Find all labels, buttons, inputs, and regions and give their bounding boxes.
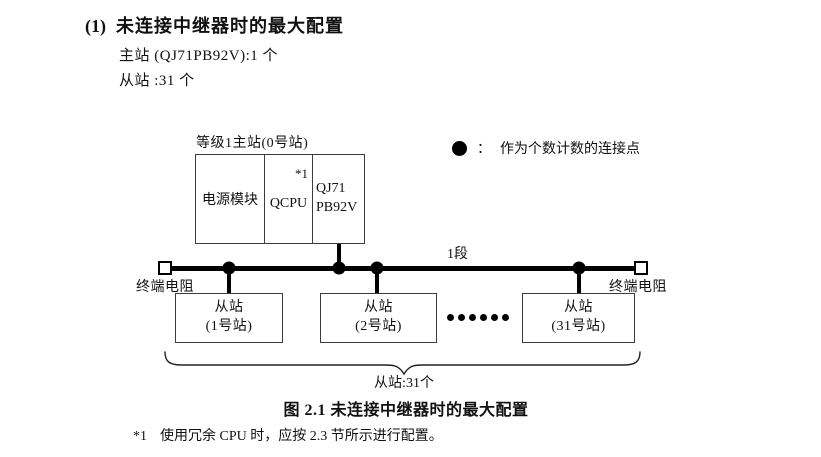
connection-node-icon	[332, 261, 346, 275]
legend-label: 作为个数计数的连接点	[500, 142, 640, 157]
terminator-left-label: 终端电阻	[136, 280, 194, 295]
slave3-name: 从站	[564, 300, 593, 316]
legend-separator: ：	[477, 142, 491, 157]
footnote: *1 使用冗余 CPU 时，应按 2.3 节所示进行配置。	[133, 425, 443, 445]
brace-label: 从站:31个	[374, 376, 434, 391]
footnote-text: 使用冗余 CPU 时，应按 2.3 节所示进行配置。	[160, 429, 443, 444]
pb92v-label-line2: PB92V	[316, 200, 358, 215]
slave1-name: 从站	[214, 300, 244, 316]
slave-station-box-3: 从站 (31号站)	[522, 293, 635, 343]
cpu-footnote-ref: *1	[295, 166, 308, 181]
section-heading: (1) 未连接中继器时的最大配置	[85, 12, 344, 38]
pb92v-label-line1: QJ71	[316, 181, 346, 197]
power-module-label: 电源模块	[202, 193, 258, 208]
terminator-left-icon	[158, 261, 172, 275]
segment-label: 1段	[447, 247, 468, 262]
slave1-station: (1号站)	[205, 319, 253, 334]
master-drop-line	[337, 244, 341, 268]
figure-caption: 图 2.1 未连接中继器时的最大配置	[283, 402, 529, 419]
slave-spec-line: 从站 :31 个	[119, 73, 195, 89]
connection-point-icon	[452, 140, 467, 156]
power-module-cell: 电源模块	[195, 154, 265, 244]
cpu-module-cell: *1 QCPU	[265, 154, 313, 244]
bus-line	[172, 266, 634, 271]
ellipsis-dots	[447, 314, 509, 321]
pb92v-module-cell: QJ71 PB92V	[313, 154, 365, 244]
cpu-module-label: QCPU	[269, 196, 308, 211]
master-station-label: 等级1主站(0号站)	[196, 136, 309, 151]
section-number: (1)	[85, 16, 106, 36]
footnote-marker: *1	[133, 429, 147, 444]
slave3-station: (31号站)	[551, 319, 606, 334]
section-title: 未连接中继器时的最大配置	[116, 16, 344, 36]
terminator-right-icon	[634, 261, 648, 275]
legend: ： 作为个数计数的连接点	[452, 138, 640, 158]
slave-group-brace	[164, 351, 641, 376]
master-spec-line: 主站 (QJ71PB92V):1 个	[119, 48, 279, 64]
slave2-drop-line	[375, 268, 379, 294]
slave3-drop-line	[577, 268, 581, 294]
slave-station-box-2: 从站 (2号站)	[320, 293, 437, 343]
slave1-drop-line	[227, 268, 231, 294]
master-station-box: 电源模块 *1 QCPU QJ71 PB92V	[195, 154, 365, 244]
slave2-name: 从站	[364, 300, 393, 316]
slave2-station: (2号站)	[355, 319, 402, 334]
terminator-right-label: 终端电阻	[609, 280, 667, 295]
slave-station-box-1: 从站 (1号站)	[175, 293, 283, 343]
